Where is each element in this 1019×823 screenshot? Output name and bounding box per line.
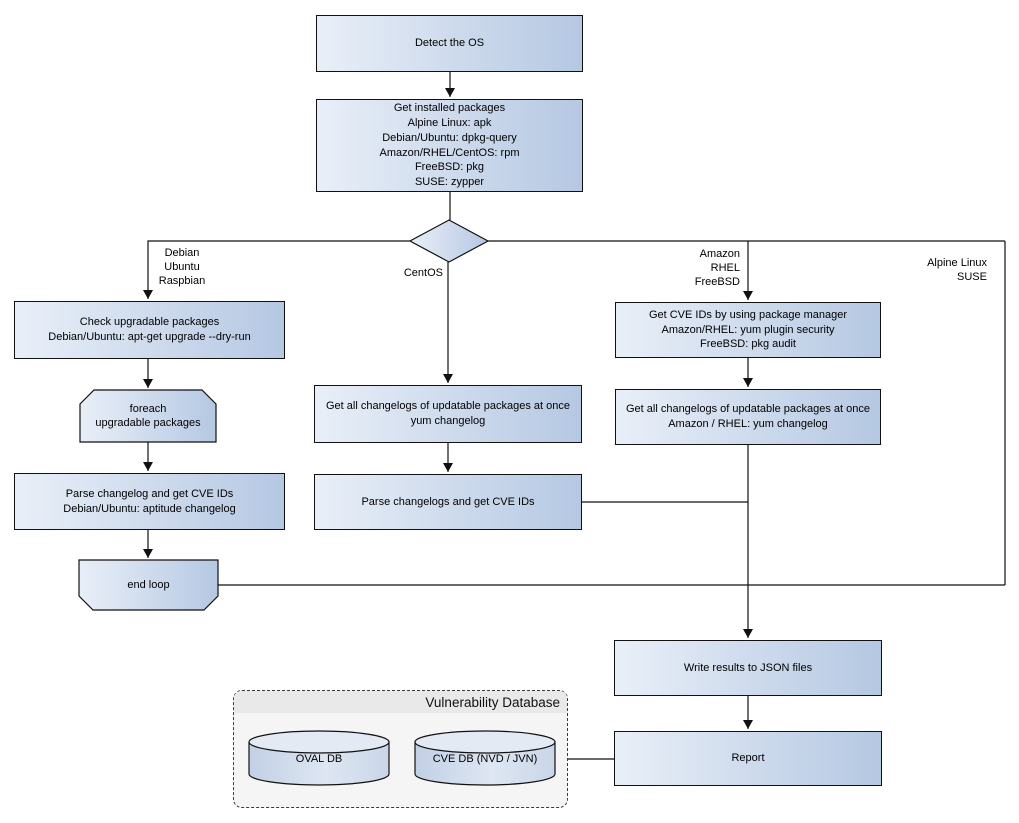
node-write-json: Write results to JSON files bbox=[614, 640, 882, 696]
node-parse-changelog-deb-label: Parse changelog and get CVE IDs Debian/U… bbox=[63, 487, 236, 515]
branch-label-amazon: Amazon RHEL FreeBSD bbox=[694, 248, 740, 288]
oval-db-cylinder bbox=[248, 730, 390, 786]
branch-label-debian: Debian Ubuntu Raspbian bbox=[158, 247, 206, 287]
node-get-installed-packages-label: Get installed packages Alpine Linux: apk… bbox=[379, 102, 520, 188]
node-report-label: Report bbox=[731, 752, 765, 765]
node-check-upgradable-packages: Check upgradable packages Debian/Ubuntu:… bbox=[14, 301, 285, 359]
vulnerability-database-header: Vulnerability Database bbox=[234, 691, 567, 713]
node-report: Report bbox=[614, 731, 882, 786]
vulnerability-database-title: Vulnerability Database bbox=[425, 694, 560, 710]
os-decision-diamond bbox=[408, 219, 490, 263]
node-parse-changelogs-centos: Parse changelogs and get CVE IDs bbox=[314, 474, 582, 530]
foreach-loop-label: foreach upgradable packages bbox=[95, 403, 201, 430]
node-get-changelogs-centos: Get all changelogs of updatable packages… bbox=[314, 385, 582, 443]
end-loop-shape bbox=[78, 559, 219, 611]
node-get-changelogs-amazon: Get all changelogs of updatable packages… bbox=[615, 389, 881, 445]
end-loop-label: end loop bbox=[127, 579, 170, 591]
node-get-cve-ids-pkg-mgr-label: Get CVE IDs by using package manager Ama… bbox=[648, 308, 848, 351]
node-parse-changelog-deb: Parse changelog and get CVE IDs Debian/U… bbox=[14, 473, 285, 530]
oval-db-label: OVAL DB bbox=[295, 753, 343, 765]
node-write-json-label: Write results to JSON files bbox=[683, 661, 813, 674]
connector-decision-to-check-upgradable bbox=[143, 240, 410, 299]
node-parse-changelogs-centos-label: Parse changelogs and get CVE IDs bbox=[361, 495, 535, 508]
node-get-changelogs-centos-label: Get all changelogs of updatable packages… bbox=[325, 400, 570, 427]
node-detect-os: Detect the OS bbox=[316, 15, 583, 72]
branch-label-centos: CentOS bbox=[403, 267, 443, 279]
node-get-changelogs-amazon-label: Get all changelogs of updatable packages… bbox=[625, 403, 870, 430]
cve-db-cylinder bbox=[414, 730, 556, 786]
node-get-cve-ids-pkg-mgr: Get CVE IDs by using package manager Ama… bbox=[615, 302, 881, 358]
cve-db-label: CVE DB (NVD / JVN) bbox=[432, 753, 538, 765]
foreach-loop-shape bbox=[79, 389, 217, 443]
node-check-upgradable-packages-label: Check upgradable packages Debian/Ubuntu:… bbox=[48, 316, 251, 343]
node-get-installed-packages: Get installed packages Alpine Linux: apk… bbox=[316, 99, 583, 192]
branch-label-alpine: Alpine Linux SUSE bbox=[927, 257, 987, 283]
node-detect-os-label: Detect the OS bbox=[414, 37, 485, 50]
